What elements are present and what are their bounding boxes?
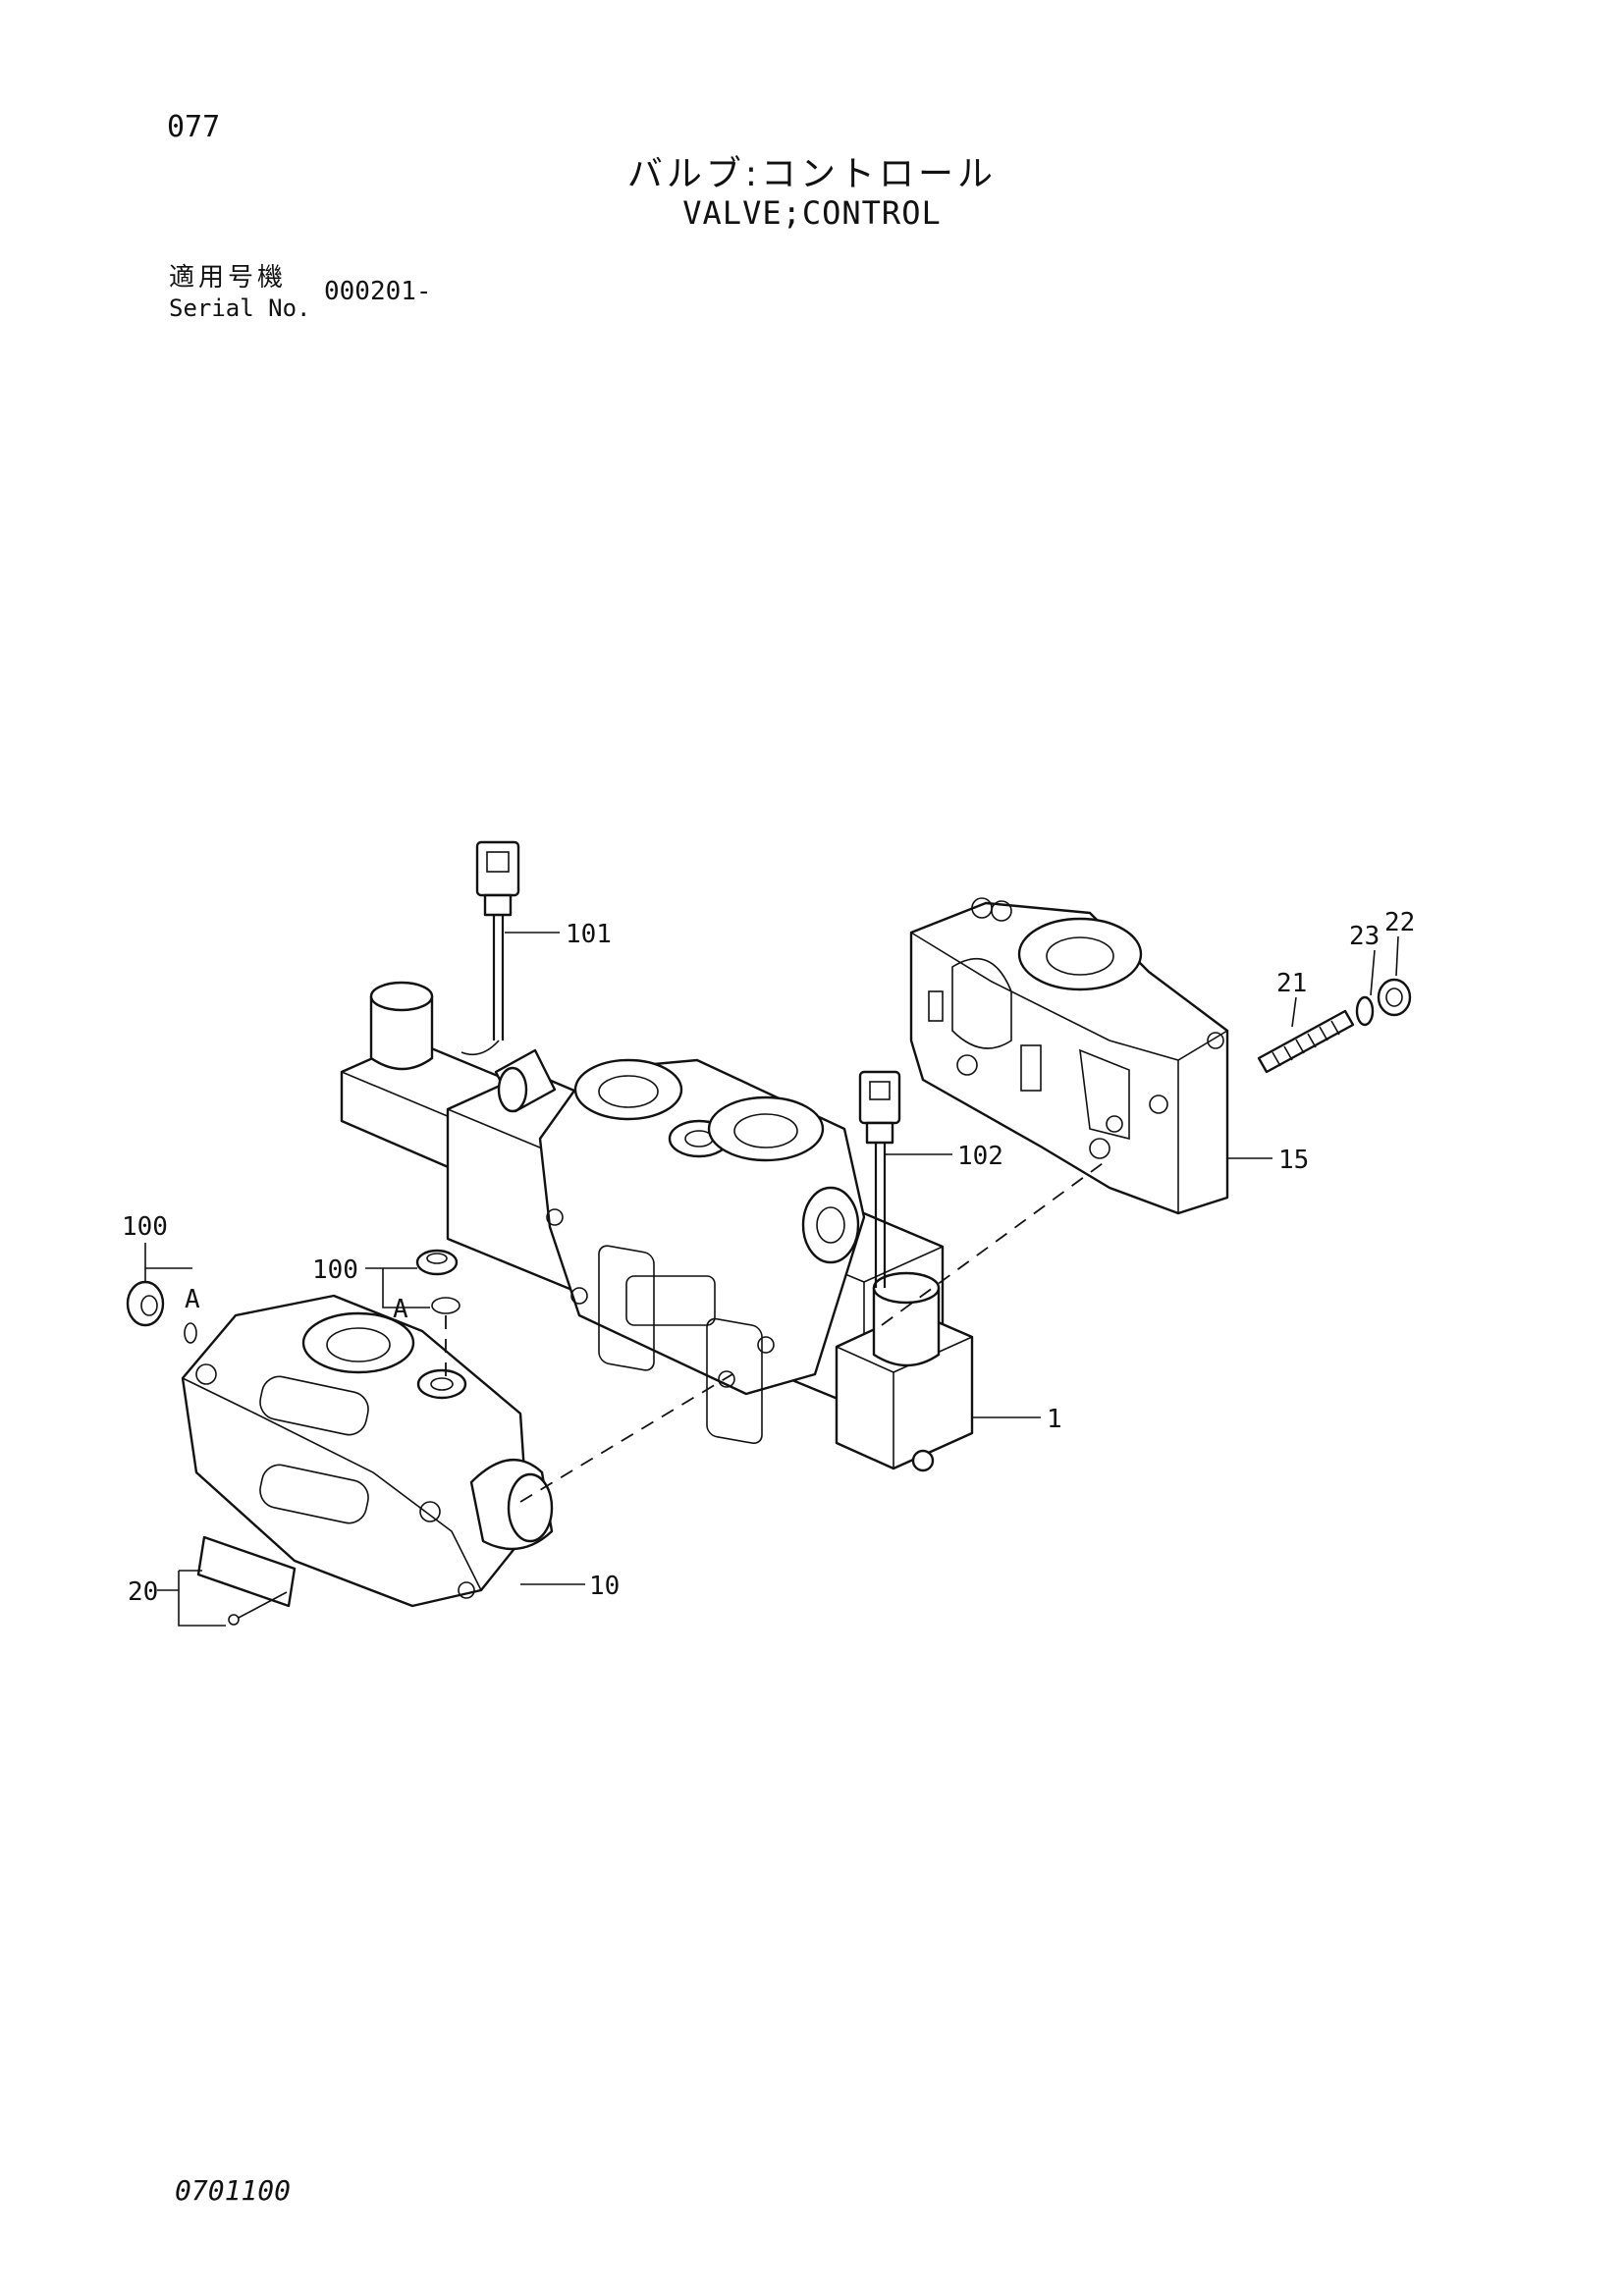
connector-101 (460, 840, 520, 1056)
document-code: 0701100 (175, 2174, 292, 2207)
inlet-section-10 (181, 1294, 554, 1608)
callout-102: 102 (957, 1142, 1003, 1171)
leader-lines (144, 932, 1399, 1627)
assembly-line-inlet (519, 1373, 733, 1503)
title-japanese: バルブ:コントロール (626, 154, 998, 194)
nameplate-20 (196, 1535, 297, 1626)
callout-10: 10 (589, 1572, 620, 1601)
callout-1: 1 (1047, 1405, 1062, 1434)
callout-22: 22 (1384, 908, 1415, 937)
plug-top (415, 1249, 460, 1314)
callout-15: 15 (1278, 1146, 1309, 1175)
callout-101: 101 (566, 920, 612, 949)
callout-20: 20 (128, 1577, 158, 1607)
stud-washer-nut-assembly (1257, 978, 1412, 1074)
callout-21: 21 (1276, 969, 1307, 998)
end-cover-15 (909, 897, 1229, 1215)
callout-100-top: 100 (312, 1255, 358, 1285)
serial-number-value: 000201- (324, 277, 432, 306)
detail-a-top: A (393, 1295, 408, 1324)
serial-label-japanese: 適用号機 (169, 263, 288, 293)
callout-100-left: 100 (122, 1212, 168, 1242)
detail-a-left: A (185, 1285, 200, 1314)
callout-23: 23 (1349, 922, 1380, 951)
title-english: VALVE;CONTROL (682, 194, 942, 232)
page-number: 077 (167, 110, 221, 144)
connector-102 (858, 1070, 901, 1288)
serial-label-english: Serial No. (169, 294, 311, 322)
valve-body-main (340, 981, 974, 1472)
